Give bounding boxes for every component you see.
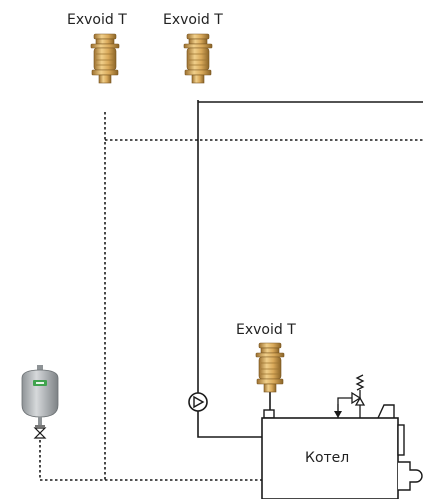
boiler-label: Котел bbox=[305, 450, 350, 466]
safety-valve-icon bbox=[337, 374, 366, 418]
supply-line-solid bbox=[197, 100, 423, 438]
air-vent-icon bbox=[183, 33, 213, 84]
expansion-vessel-icon bbox=[21, 365, 59, 425]
isolation-valve-icon bbox=[33, 425, 47, 439]
air-vent-icon bbox=[90, 33, 120, 84]
circulation-pump-icon bbox=[188, 392, 208, 412]
air-vent-label-boiler: Exvoid T bbox=[236, 322, 296, 338]
air-vent-label-mid: Exvoid T bbox=[163, 12, 223, 28]
boiler-icon bbox=[261, 404, 423, 499]
air-vent-label-left: Exvoid T bbox=[67, 12, 127, 28]
air-vent-icon bbox=[255, 342, 285, 393]
return-line-dashed bbox=[39, 112, 423, 481]
down-arrow-icon bbox=[334, 404, 342, 418]
